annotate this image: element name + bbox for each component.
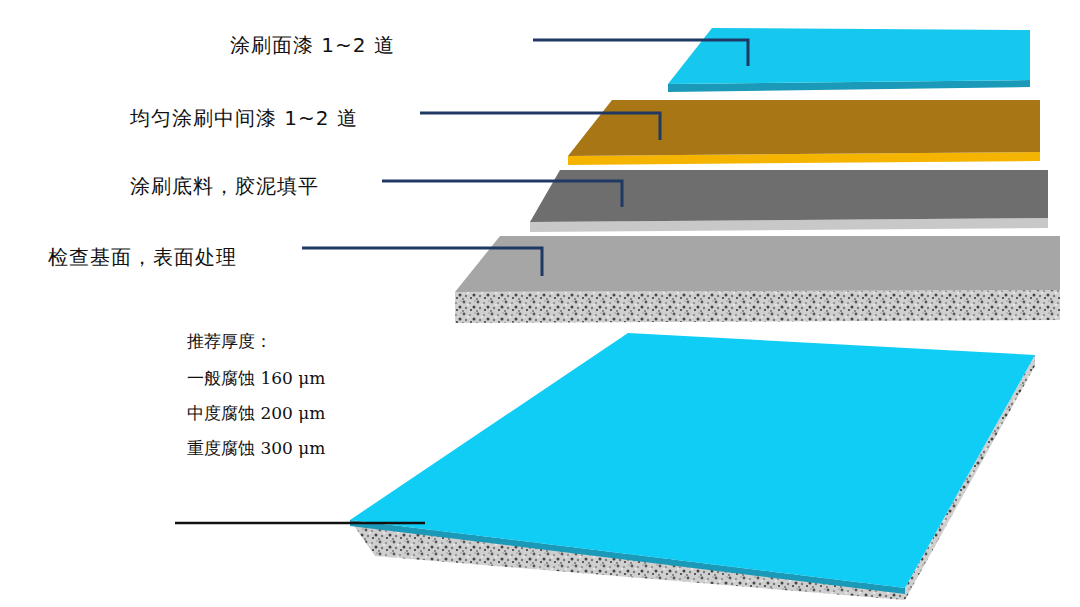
thickness-note: 重度腐蚀 300 μm [187, 437, 325, 460]
base-layer [455, 236, 1060, 323]
leader-lines [302, 40, 748, 276]
thickness-note: 中度腐蚀 200 μm [187, 402, 325, 425]
step-label: 涂刷底料，胶泥填平 [130, 173, 319, 200]
primer-layer [530, 170, 1048, 232]
intermediate-layer [568, 100, 1040, 165]
finished-floor [350, 333, 1035, 600]
thickness-note: 推荐厚度： [187, 330, 272, 353]
step-label: 检查基面，表面处理 [48, 244, 237, 271]
leader-line [175, 522, 425, 525]
step-label: 涂刷面漆 1~2 道 [230, 32, 395, 59]
topcoat-layer [668, 28, 1030, 92]
step-label: 均匀涂刷中间漆 1~2 道 [130, 105, 358, 132]
thickness-note: 一般腐蚀 160 μm [187, 367, 325, 390]
